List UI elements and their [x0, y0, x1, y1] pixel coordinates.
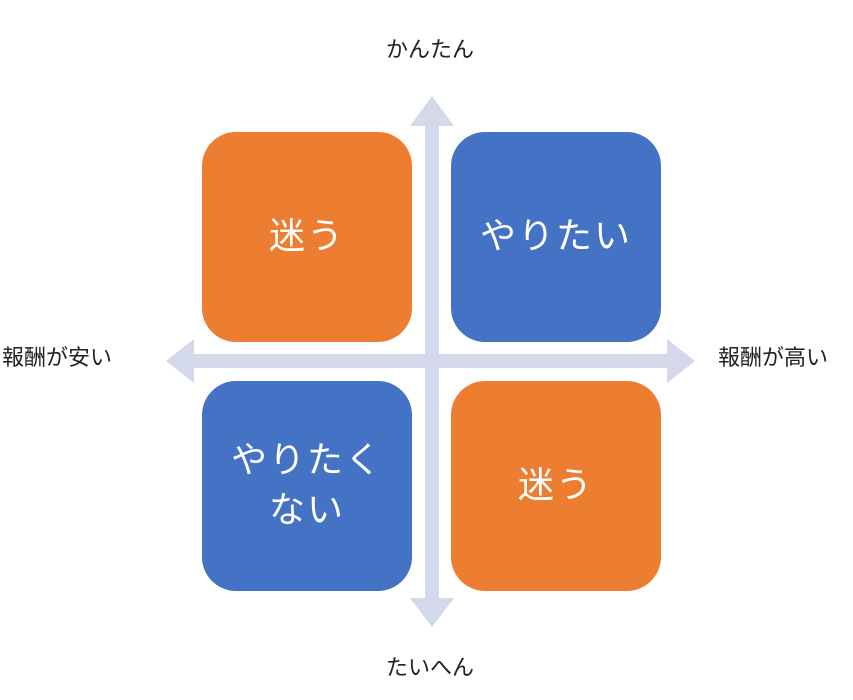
horizontal-axis-shaft [190, 354, 670, 368]
quadrant-bottom-right: 迷う [451, 381, 661, 591]
quadrant-bottom-left-line1: やりたく [230, 439, 383, 481]
quadrant-bottom-right-text: 迷う [518, 461, 594, 511]
quadrant-bottom-right-line1: 迷う [517, 464, 594, 506]
quadrant-top-left-text: 迷う [269, 212, 345, 262]
axis-label-right: 報酬が高い [718, 346, 829, 371]
arrow-down [410, 598, 454, 627]
quadrant-top-right: やりたい [451, 132, 661, 342]
quadrant-bottom-left-line2: ない [268, 490, 345, 531]
quadrant-bottom-left: やりたく ない [202, 381, 412, 591]
quadrant-bottom-left-text: やりたく ない [231, 436, 383, 537]
arrow-left [166, 339, 194, 383]
arrow-right [667, 339, 695, 383]
axis-label-bottom: たいへん [385, 656, 474, 681]
arrow-up [410, 96, 454, 126]
quadrant-top-right-text: やりたい [480, 212, 632, 262]
quadrant-top-right-line1: やりたい [479, 215, 632, 257]
axis-label-left: 報酬が安い [2, 346, 113, 371]
quadrant-top-left: 迷う [202, 132, 412, 342]
axis-label-top: かんたん [385, 38, 474, 63]
quadrant-top-left-line1: 迷う [268, 215, 345, 257]
